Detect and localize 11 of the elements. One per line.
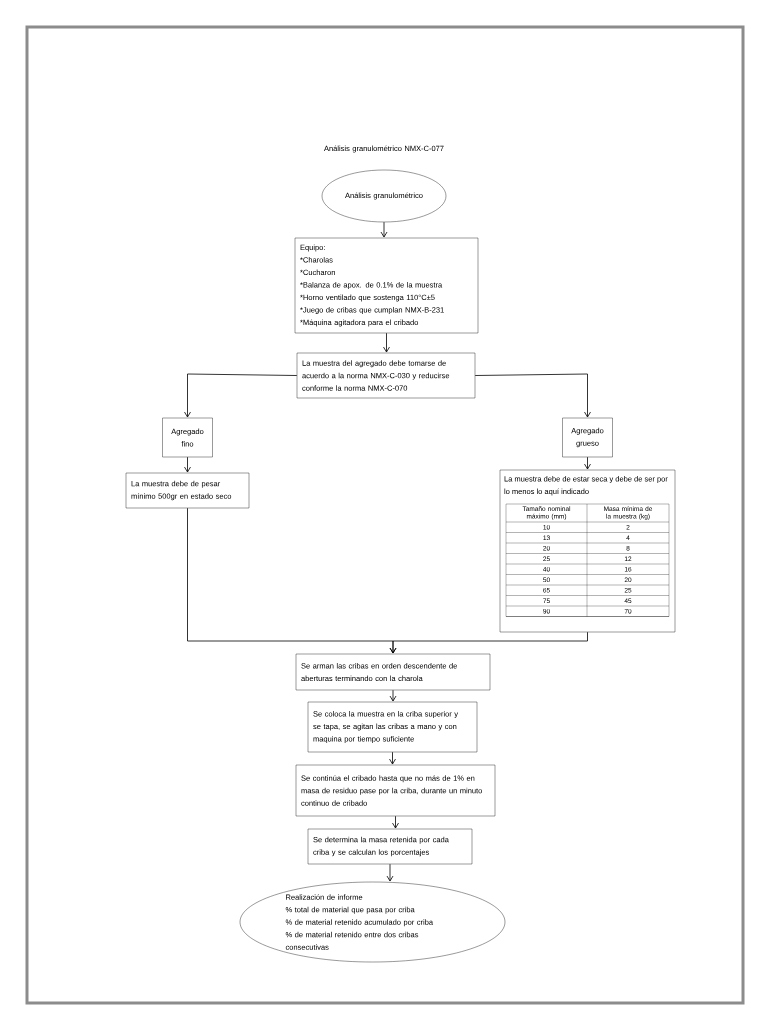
arrow <box>389 631 588 654</box>
arrow <box>386 863 394 882</box>
arrow <box>383 332 390 353</box>
arrow <box>184 456 191 473</box>
arrow <box>392 815 399 829</box>
arrow <box>389 751 396 765</box>
arrow <box>584 456 591 470</box>
arrow <box>389 689 397 702</box>
arrow <box>380 221 388 238</box>
arrow <box>184 373 298 418</box>
arrow <box>474 373 591 418</box>
